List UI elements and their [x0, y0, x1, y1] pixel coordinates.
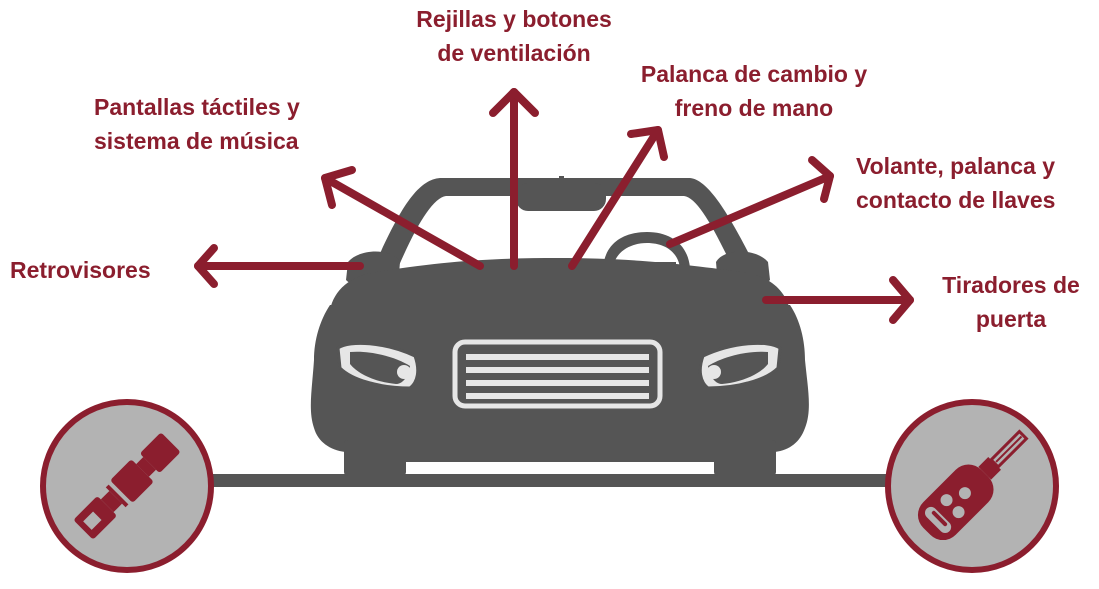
- label-gear-brake-line2: freno de mano: [674, 95, 834, 121]
- label-door-handles-line2: puerta: [975, 306, 1047, 332]
- label-mirrors-line1: Retrovisores: [10, 257, 151, 283]
- label-ventilation-line2: de ventilación: [437, 40, 591, 66]
- label-screens: Pantallas táctiles y sistema de música: [94, 90, 374, 158]
- label-screens-line2: sistema de música: [94, 128, 299, 154]
- headlight-right: [698, 341, 782, 390]
- arrow-gear-brake: [568, 126, 662, 270]
- label-steering: Volante, palanca y contacto de llaves: [856, 149, 1096, 217]
- grille: [452, 339, 663, 409]
- label-gear-brake-line1: Palanca de cambio y: [640, 61, 868, 87]
- label-door-handles: Tiradores de puerta: [930, 268, 1092, 336]
- label-gear-brake: Palanca de cambio y freno de mano: [598, 57, 910, 125]
- label-steering-line1: Volante, palanca y: [856, 153, 1055, 179]
- label-ventilation: Rejillas y botones de ventilación: [346, 2, 682, 70]
- label-door-handles-line1: Tiradores de: [942, 272, 1080, 298]
- car-key-remote-icon: [885, 399, 1059, 573]
- arrow-steering: [666, 172, 834, 248]
- ground-line: [140, 474, 1000, 487]
- label-screens-line1: Pantallas táctiles y: [94, 94, 300, 120]
- label-ventilation-line1: Rejillas y botones: [416, 6, 612, 32]
- headlight-left: [336, 341, 420, 390]
- seatbelt-buckle-icon: [40, 399, 214, 573]
- arrows: [194, 88, 914, 324]
- label-mirrors: Retrovisores: [10, 253, 190, 287]
- label-steering-line2: contacto de llaves: [856, 187, 1056, 213]
- arrow-screens: [321, 174, 484, 270]
